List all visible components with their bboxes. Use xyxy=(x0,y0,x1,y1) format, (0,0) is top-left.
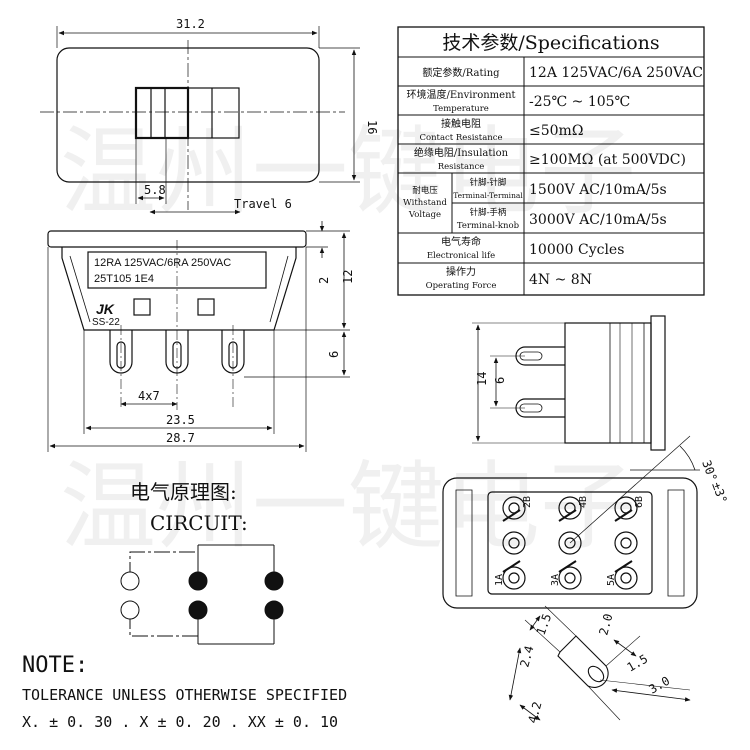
circuit-contact-5a xyxy=(264,571,284,591)
watermark: 温州一键电子 温州一键电子 xyxy=(60,116,636,563)
watermark-line-1: 温州一键电子 xyxy=(60,116,636,228)
spec-tt-value: 1500V AC/10mA/5s xyxy=(529,182,667,198)
side-view-body xyxy=(61,247,297,331)
product-label-code: 25T105 1E4 xyxy=(94,273,154,285)
model-number: SS-22 xyxy=(92,317,120,328)
spec-temp-value: -25℃ ~ 105℃ xyxy=(529,94,630,110)
spec-contact-value: ≤50mΩ xyxy=(529,123,583,139)
terminal-detail xyxy=(508,605,691,721)
spec-rating-value: 12A 125VAC/6A 250VAC xyxy=(529,65,703,81)
circuit-diagram xyxy=(120,544,284,645)
dim-width-31-2: 31.2 xyxy=(176,17,205,31)
spec-life-label-en: Electronical life xyxy=(427,251,495,261)
dim-inner-23-5: 23.5 xyxy=(166,413,195,427)
dim-height-16: 16 xyxy=(365,120,379,134)
circuit-title-cn: 电气原理图: xyxy=(130,480,237,504)
spec-contact-label: 接触电阻 xyxy=(441,117,481,130)
spec-tk-cn: 针脚-手柄 xyxy=(470,207,507,218)
dim-angle-30: 30° xyxy=(699,458,720,483)
spec-voltage-en: Voltage xyxy=(408,210,441,220)
terminal-detail-hole xyxy=(587,665,605,683)
product-label-rating: 12RA 125VAC/6RA 250VAC xyxy=(94,257,231,269)
circuit-contact-4b xyxy=(188,600,208,620)
circuit-contact-6b xyxy=(264,600,284,620)
dim-pitch-4x7: 4x7 xyxy=(138,389,160,403)
dim-slot-5-8: 5.8 xyxy=(144,183,166,197)
spec-temp-label: 环境温度/Environment xyxy=(406,88,515,101)
dim-angle-tol: ±3° xyxy=(709,480,730,505)
spec-insulation-label: 绝缘电阻/Insulation xyxy=(414,146,509,159)
note-title: NOTE: xyxy=(22,653,88,678)
tolerance-line-1: TOLERANCE UNLESS OTHERWISE SPECIFIED xyxy=(22,686,347,704)
dim-terminal-4-2: 4.2 xyxy=(525,700,544,725)
spec-force-label: 操作力 xyxy=(446,265,476,278)
pin-label-2b: 2B xyxy=(522,496,533,508)
top-view xyxy=(40,26,360,215)
spec-table xyxy=(397,26,705,296)
spec-table-title: 技术参数/Specifications xyxy=(442,32,659,54)
right-side-view xyxy=(472,315,666,451)
bottom-view-pins xyxy=(502,496,638,590)
dim-pin-6: 6 xyxy=(327,351,341,358)
terminal-detail-lug xyxy=(557,635,609,688)
dim-terminal-2-4: 2.4 xyxy=(517,644,536,669)
pin-label-4b: 4B xyxy=(578,496,589,508)
dim-travel: Travel 6 xyxy=(234,197,292,211)
dim-terminal-3-0: 3.0 xyxy=(647,674,673,697)
spec-force-label-en: Operating Force xyxy=(426,281,497,291)
side-view xyxy=(47,221,350,452)
spec-life-label: 电气寿命 xyxy=(441,235,481,248)
tolerance-line-2: X. ± 0. 30 . X ± 0. 20 . XX ± 0. 10 xyxy=(22,713,338,731)
circuit-title-en: CIRCUIT: xyxy=(150,511,248,535)
spec-tk-en: Terminal-knob xyxy=(457,221,520,231)
spec-tt-en: Terminal-Terminal xyxy=(453,191,523,200)
circuit-contact-1a xyxy=(120,571,140,591)
side-view-label-box xyxy=(87,251,267,289)
circuit-contact-3a xyxy=(188,571,208,591)
pin-label-1a: 1A xyxy=(494,574,505,586)
spec-force-value: 4N ~ 8N xyxy=(529,272,592,288)
pin-label-6b: 6B xyxy=(634,496,645,508)
dim-outer-28-7: 28.7 xyxy=(166,431,195,445)
spec-insulation-label-en: Resistance xyxy=(438,162,485,172)
spec-tt-cn: 针脚-针脚 xyxy=(470,177,507,188)
bottom-view-housing xyxy=(487,491,653,595)
dim-terminal-2-0: 2.0 xyxy=(596,612,615,637)
spec-rating-label: 额定参数/Rating xyxy=(422,66,500,79)
bottom-view xyxy=(442,435,700,609)
watermark-line-2: 温州一键电子 xyxy=(60,451,636,563)
spec-life-value: 10000 Cycles xyxy=(529,242,624,258)
spec-contact-label-en: Contact Resistance xyxy=(419,133,502,143)
dim-terminal-1-5a: 1.5 xyxy=(534,612,555,637)
pin-label-3a: 3A xyxy=(550,574,561,586)
side-view-window-left xyxy=(133,298,151,316)
spec-insulation-value: ≥100MΩ (at 500VDC) xyxy=(529,152,686,168)
dim-height-12: 12 xyxy=(341,270,355,284)
dim-right-14: 14 xyxy=(475,372,489,386)
circuit-contact-2b xyxy=(120,600,140,620)
right-view-body xyxy=(564,322,652,444)
brand-logo: JK xyxy=(96,301,115,317)
pin-label-5a: 5A xyxy=(606,574,617,586)
side-view-window-right xyxy=(197,298,215,316)
spec-tk-value: 3000V AC/10mA/5s xyxy=(529,212,667,228)
right-view-flange xyxy=(650,315,666,451)
bottom-view-outline xyxy=(442,477,698,609)
spec-withstand-cn: 耐电压 xyxy=(412,185,438,196)
dim-thickness-2: 2 xyxy=(317,277,331,284)
spec-withstand-en: Withstand xyxy=(403,198,448,208)
spec-temp-label-en: Temperature xyxy=(433,104,489,114)
dim-terminal-1-5b: 1.5 xyxy=(625,652,651,675)
dim-right-6: 6 xyxy=(493,377,507,384)
